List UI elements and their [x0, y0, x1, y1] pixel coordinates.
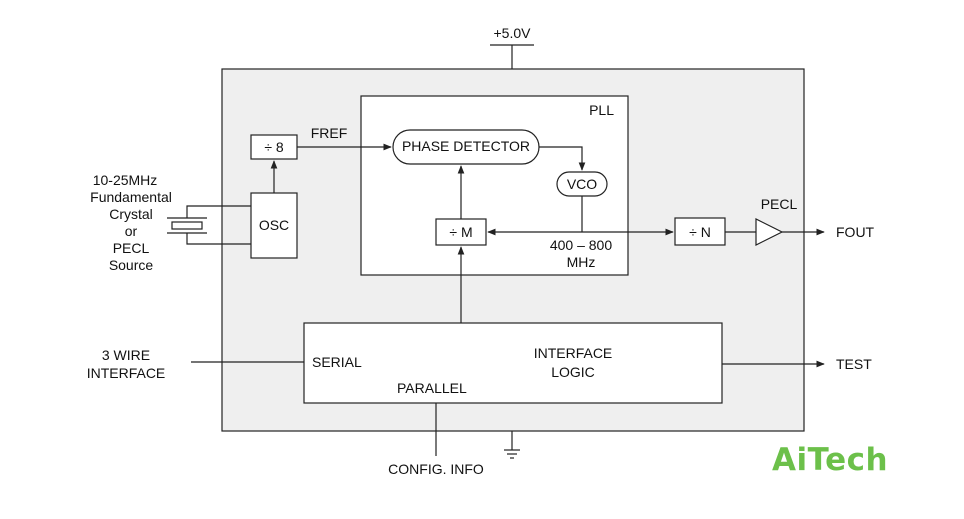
- pd-to-vco-line: [539, 146, 586, 171]
- div-n-block: [674, 217, 726, 246]
- crystal-source-label: 10-25MHz Fundamental Crystal or PECL Sou…: [90, 172, 172, 273]
- div-m-label: ÷ M: [449, 224, 472, 240]
- crystal-icon: [167, 205, 251, 245]
- pll-label: PLL: [589, 102, 614, 118]
- interface-logic-label-1: INTERFACE: [534, 345, 613, 361]
- div-n-label: ÷ N: [689, 224, 711, 240]
- osc-label: OSC: [259, 217, 289, 233]
- svg-text:Source: Source: [109, 257, 154, 273]
- phase-detector-label: PHASE DETECTOR: [402, 138, 530, 154]
- ground-icon: [504, 431, 520, 459]
- wire-interface-label-1: 3 WIRE: [102, 347, 150, 363]
- parallel-port-label: PARALLEL: [397, 380, 467, 396]
- fref-label: FREF: [311, 125, 348, 141]
- div8-block: [250, 134, 298, 160]
- div-m-block: [435, 218, 487, 246]
- svg-text:PECL: PECL: [113, 240, 150, 256]
- vco-range-unit: MHz: [567, 254, 596, 270]
- supply-label: +5.0V: [494, 25, 532, 41]
- svg-text:Crystal: Crystal: [109, 206, 153, 222]
- osc-block: [250, 192, 298, 259]
- fout-label: FOUT: [836, 224, 875, 240]
- aitech-logo: AiTech: [772, 442, 889, 478]
- config-info-label: CONFIG. INFO: [388, 461, 484, 477]
- interface-logic-label-2: LOGIC: [551, 364, 595, 380]
- vco-range-label: 400 – 800: [550, 237, 612, 253]
- svg-text:Fundamental: Fundamental: [90, 189, 172, 205]
- serial-port-label: SERIAL: [312, 354, 362, 370]
- vco-label: VCO: [567, 176, 597, 192]
- pecl-label: PECL: [761, 196, 798, 212]
- pecl-buffer-icon: [755, 218, 784, 246]
- test-label: TEST: [836, 356, 872, 372]
- svg-text:or: or: [125, 223, 138, 239]
- interface-logic-block: [303, 322, 723, 404]
- div8-label: ÷ 8: [264, 139, 284, 155]
- wire-interface-label-2: INTERFACE: [87, 365, 166, 381]
- svg-text:10-25MHz: 10-25MHz: [93, 172, 158, 188]
